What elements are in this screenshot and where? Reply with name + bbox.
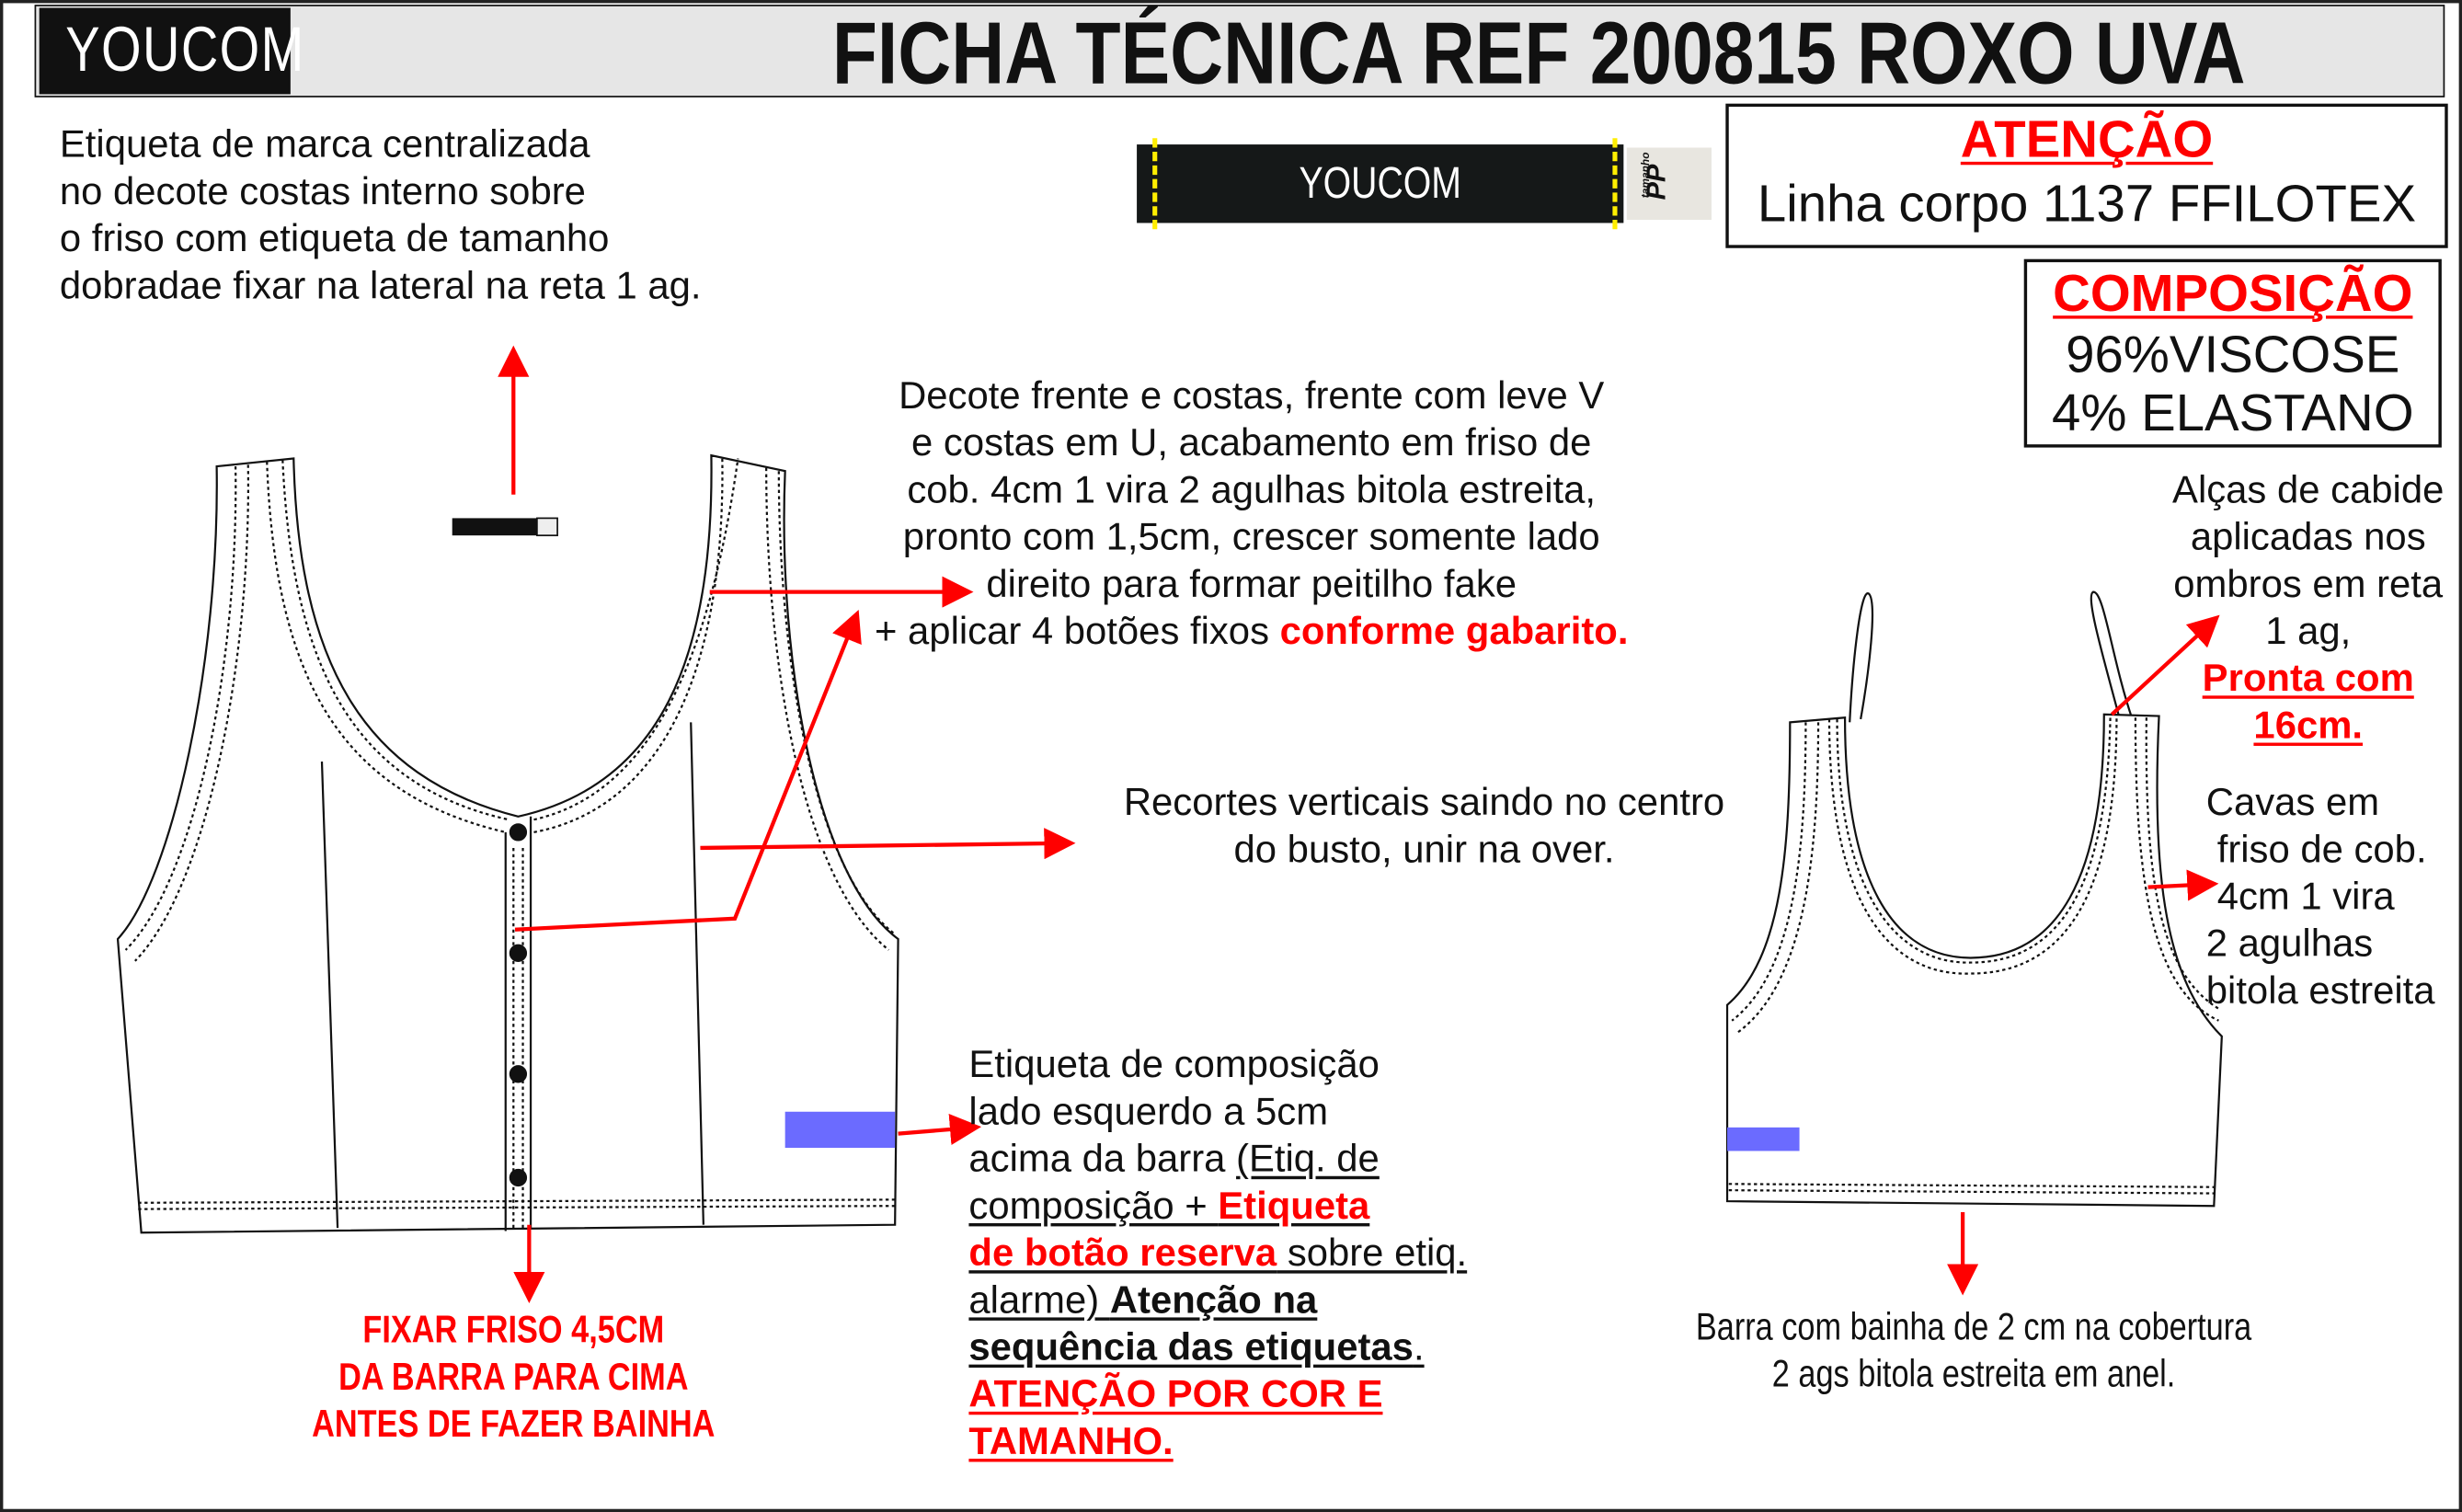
note-line: 2 ags bitola estreita em anel. bbox=[1771, 1353, 2176, 1396]
logo-text: YOUCOM bbox=[65, 16, 305, 86]
composition-line: 96%VISCOSE bbox=[2066, 325, 2400, 384]
note-highlight: conforme gabarito. bbox=[1279, 611, 1629, 654]
note-highlight: Etiqueta bbox=[1218, 1186, 1370, 1229]
note-line: Etiqueta de marca centralizada bbox=[59, 123, 590, 166]
note-line: no decote costas interno sobre bbox=[59, 171, 586, 214]
armhole-note: Cavas em friso de cob. 4cm 1 vira 2 agul… bbox=[2206, 781, 2435, 1016]
note-line: + aplicar 4 botões fixos bbox=[874, 611, 1280, 654]
hanger-loops-note: Alças de cabide aplicadas nos ombros em … bbox=[2151, 468, 2462, 750]
note-line: cob. 4cm 1 vira 2 agulhas bitola estreit… bbox=[907, 469, 1597, 512]
back-view-drawing bbox=[1725, 590, 2223, 1208]
seams-note: Recortes verticais saindo no centro do b… bbox=[1032, 781, 1817, 875]
note-line: Cavas em bbox=[2205, 782, 2380, 825]
note-warning: DA BARRA PARA CIMA bbox=[338, 1357, 689, 1400]
note-bold: sequência das etiquetas bbox=[968, 1326, 1414, 1369]
front-view-drawing bbox=[116, 453, 899, 1234]
attention-title: ATENÇÃO bbox=[1960, 109, 2214, 168]
note-line: Barra com bainha de 2 cm na cobertura bbox=[1695, 1306, 2252, 1349]
note-highlight: de botão reserva bbox=[968, 1232, 1277, 1276]
brand-logo: YOUCOM bbox=[39, 7, 303, 95]
note-bold: Atenção na bbox=[1109, 1279, 1318, 1323]
note-line: alarme) bbox=[968, 1279, 1110, 1323]
note-line: aplicadas nos bbox=[2190, 516, 2426, 559]
note-line: acima da barra bbox=[968, 1138, 1237, 1181]
note-line: e costas em U, acabamento em friso de bbox=[911, 422, 1592, 465]
note-line: Recortes verticais saindo no centro bbox=[1123, 782, 1725, 825]
hem-note: Barra com bainha de 2 cm na cobertura 2 … bbox=[1581, 1305, 2366, 1399]
page-title: FICHA TÉCNICA REF 200815 ROXO UVA bbox=[831, 3, 2246, 102]
neckline-note: Decote frente e costas, frente com leve … bbox=[781, 373, 1723, 656]
note-line: 2 agulhas bbox=[2205, 922, 2374, 966]
note-line: bitola estreita bbox=[2205, 970, 2435, 1014]
composition-label-swatch-front bbox=[784, 1111, 896, 1149]
note-line: ombros em reta bbox=[2173, 563, 2444, 607]
note-line: composição + bbox=[968, 1186, 1219, 1229]
hem-binding-note: FIXAR FRISO 4,5CM DA BARRA PARA CIMA ANT… bbox=[200, 1308, 828, 1449]
composition-label-swatch-back bbox=[1727, 1127, 1800, 1151]
size-value: PP bbox=[1641, 164, 1672, 200]
header-bar bbox=[34, 5, 2445, 97]
note-line: do busto, unir na over. bbox=[1233, 829, 1615, 872]
composition-label-note: Etiqueta de composição lado esquerdo a 5… bbox=[968, 1043, 1467, 1467]
note-warning: TAMANHO. bbox=[968, 1421, 1174, 1464]
note-line: Alças de cabide bbox=[2172, 469, 2445, 512]
brand-label-mini bbox=[452, 518, 539, 536]
note-warning: FIXAR FRISO 4,5CM bbox=[362, 1309, 665, 1352]
note-line: o friso com etiqueta de tamanho bbox=[59, 218, 610, 261]
note-line: friso de cob. bbox=[2216, 829, 2427, 872]
brand-label-graphic: YOUCOM bbox=[1137, 138, 1624, 230]
composition-box: COMPOSIÇÃO 96%VISCOSE 4% ELASTANO bbox=[2023, 258, 2442, 448]
note-line: pronto com 1,5cm, crescer somente lado bbox=[902, 516, 1600, 559]
note-line: direito para formar peitilho fake bbox=[986, 563, 1517, 607]
composition-line: 4% ELASTANO bbox=[2052, 383, 2414, 441]
note-line: (Etiq. de bbox=[1236, 1138, 1380, 1181]
callout-arrows bbox=[498, 345, 2220, 1304]
note-line: 4cm 1 vira bbox=[2216, 876, 2395, 919]
note-line: lado esquerdo a 5cm bbox=[968, 1091, 1329, 1134]
attention-box: ATENÇÃO Linha corpo 1137 FFILOTEX bbox=[1725, 103, 2448, 248]
note-highlight: 16cm. bbox=[2253, 704, 2364, 748]
brand-label-note: Etiqueta de marca centralizada no decote… bbox=[60, 122, 702, 311]
label-logo: YOUCOM bbox=[1299, 158, 1461, 208]
size-tag: tamanho PP bbox=[1626, 147, 1712, 221]
note-line: sobre etiq. bbox=[1277, 1232, 1468, 1276]
note-highlight: Pronta com bbox=[2202, 658, 2414, 701]
note-line: 1 ag, bbox=[2265, 611, 2352, 654]
note-line: dobradae fixar na lateral na reta 1 ag. bbox=[59, 265, 702, 308]
note-warning: ANTES DE FAZER BAINHA bbox=[312, 1403, 716, 1447]
note-line: Etiqueta de composição bbox=[968, 1044, 1380, 1087]
note-line: . bbox=[1413, 1326, 1425, 1369]
composition-title: COMPOSIÇÃO bbox=[2053, 263, 2413, 322]
note-line: Decote frente e costas, frente com leve … bbox=[899, 375, 1605, 418]
attention-text: Linha corpo 1137 FFILOTEX bbox=[1757, 174, 2417, 233]
note-warning: ATENÇÃO POR COR E bbox=[968, 1373, 1383, 1416]
